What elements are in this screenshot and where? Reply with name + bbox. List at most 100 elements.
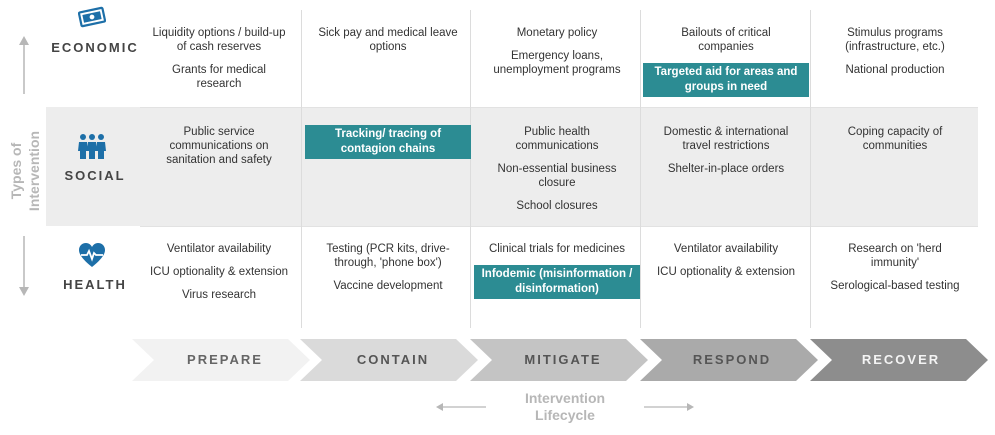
intervention-item: Ventilator availability bbox=[166, 243, 272, 255]
lifecycle-label-line-1: Intervention bbox=[524, 390, 606, 406]
column-divider bbox=[640, 10, 641, 328]
intervention-entry: ICU optionality & extension bbox=[149, 265, 289, 279]
intervention-entry: Liquidity options / build-up of cash res… bbox=[149, 26, 289, 54]
intervention-item: Grants for medical research bbox=[172, 64, 266, 90]
row-divider bbox=[140, 226, 978, 227]
intervention-entry: Research on 'herd immunity' bbox=[825, 242, 965, 270]
intervention-item: National production bbox=[845, 64, 945, 76]
left-arrow-icon bbox=[436, 403, 443, 411]
intervention-item: Sick pay and medical leave options bbox=[318, 27, 458, 53]
intervention-entry: Vaccine development bbox=[318, 279, 458, 293]
intervention-item: Serological-based testing bbox=[830, 280, 960, 292]
intervention-entry: National production bbox=[825, 63, 965, 77]
money-icon bbox=[78, 6, 106, 28]
intervention-item: Research on 'herd immunity' bbox=[848, 243, 942, 269]
intervention-entry: Clinical trials for medicines bbox=[487, 242, 627, 256]
cell-social-respond: Domestic & international travel restrict… bbox=[643, 125, 809, 185]
intervention-entry: School closures bbox=[487, 199, 627, 213]
lifecycle-arrows bbox=[436, 403, 694, 411]
intervention-item: School closures bbox=[516, 200, 598, 212]
intervention-entry: Sick pay and medical leave options bbox=[318, 26, 458, 54]
row-label-social: SOCIAL bbox=[64, 168, 126, 183]
row-label-health: HEALTH bbox=[63, 277, 127, 292]
phase-label-contain: CONTAIN bbox=[356, 352, 430, 367]
intervention-item: Stimulus programs (infrastructure, etc.) bbox=[845, 27, 945, 53]
intervention-entry: Ventilator availability bbox=[656, 242, 796, 256]
intervention-entry: Ventilator availability bbox=[149, 242, 289, 256]
row-label-economic: ECONOMIC bbox=[51, 40, 139, 55]
column-divider bbox=[301, 10, 302, 328]
right-arrow-icon bbox=[687, 403, 694, 411]
highlighted-intervention: Tracking/ tracing of contagion chains bbox=[305, 125, 471, 159]
cell-economic-recover: Stimulus programs (infrastructure, etc.)… bbox=[812, 26, 978, 86]
intervention-item: Virus research bbox=[182, 289, 256, 301]
intervention-item: ICU optionality & extension bbox=[149, 266, 289, 278]
cell-health-recover: Research on 'herd immunity' Serological-b… bbox=[812, 242, 978, 302]
intervention-item: Ventilator availability bbox=[673, 243, 779, 255]
row-divider bbox=[140, 107, 978, 108]
intervention-entry: Grants for medical research bbox=[149, 63, 289, 91]
intervention-entry: Testing (PCR kits, drive-through, 'phone… bbox=[318, 242, 458, 270]
intervention-entry: Shelter-in-place orders bbox=[656, 162, 796, 176]
phase-chevron-mitigate bbox=[470, 339, 648, 381]
cell-economic-contain: Sick pay and medical leave options bbox=[305, 26, 471, 63]
phase-label-respond: RESPOND bbox=[692, 352, 772, 367]
lifecycle-label: Intervention Lifecycle bbox=[495, 390, 635, 424]
phase-label-prepare: PREPARE bbox=[187, 352, 263, 367]
phase-chevron-prepare bbox=[132, 339, 310, 381]
cell-health-contain: Testing (PCR kits, drive-through, 'phone… bbox=[305, 242, 471, 302]
axis-arrows bbox=[19, 36, 29, 296]
phase-chevron-contain bbox=[300, 339, 478, 381]
intervention-item: Non-essential business closure bbox=[497, 163, 617, 189]
intervention-entry: Stimulus programs (infrastructure, etc.) bbox=[825, 26, 965, 54]
intervention-entry: Emergency loans, unemployment programs bbox=[487, 49, 627, 77]
intervention-item: ICU optionality & extension bbox=[656, 266, 796, 278]
intervention-item: Shelter-in-place orders bbox=[667, 163, 785, 175]
intervention-entry: ICU optionality & extension bbox=[656, 265, 796, 279]
intervention-entry: Tracking/ tracing of contagion chains bbox=[305, 125, 471, 168]
intervention-item: Public service communications on sanitat… bbox=[166, 126, 272, 166]
column-divider bbox=[810, 10, 811, 328]
intervention-entry: Public service communications on sanitat… bbox=[149, 125, 289, 167]
people-icon bbox=[78, 134, 106, 159]
intervention-entry: Non-essential business closure bbox=[487, 162, 627, 190]
intervention-item: Domestic & international travel restrict… bbox=[663, 126, 789, 152]
cell-social-prepare: Public service communications on sanitat… bbox=[136, 125, 302, 176]
lifecycle-label-line-2: Lifecycle bbox=[535, 407, 595, 423]
highlighted-intervention: Targeted aid for areas and groups in nee… bbox=[643, 63, 809, 97]
cell-economic-prepare: Liquidity options / build-up of cash res… bbox=[136, 26, 302, 100]
phase-label-recover: RECOVER bbox=[861, 352, 941, 367]
intervention-item: Bailouts of critical companies bbox=[681, 27, 771, 53]
up-arrow-icon bbox=[19, 36, 29, 45]
intervention-item: Vaccine development bbox=[333, 280, 443, 292]
down-arrow-icon bbox=[19, 287, 29, 296]
social-row-band bbox=[46, 107, 978, 226]
intervention-item: Liquidity options / build-up of cash res… bbox=[152, 27, 286, 53]
intervention-item: Coping capacity of communities bbox=[847, 126, 943, 152]
phase-chevron-recover bbox=[810, 339, 988, 381]
intervention-item: Emergency loans, unemployment programs bbox=[493, 50, 621, 76]
intervention-entry: Coping capacity of communities bbox=[825, 125, 965, 153]
intervention-item: Monetary policy bbox=[516, 27, 598, 39]
intervention-entry: Monetary policy bbox=[487, 26, 627, 40]
intervention-item: Testing (PCR kits, drive-through, 'phone… bbox=[326, 243, 450, 269]
intervention-entry: Targeted aid for areas and groups in nee… bbox=[643, 63, 809, 106]
phase-chevron-respond bbox=[640, 339, 818, 381]
cell-social-contain: Tracking/ tracing of contagion chains bbox=[305, 125, 471, 177]
intervention-entry: Public health communications bbox=[487, 125, 627, 153]
intervention-entry: Bailouts of critical companies bbox=[656, 26, 796, 54]
column-divider bbox=[470, 10, 471, 328]
heart-pulse-icon bbox=[79, 243, 105, 267]
intervention-entry: Virus research bbox=[149, 288, 289, 302]
phase-label-mitigate: MITIGATE bbox=[524, 352, 602, 367]
intervention-entry: Serological-based testing bbox=[825, 279, 965, 293]
intervention-item: Clinical trials for medicines bbox=[488, 243, 626, 255]
cell-social-recover: Coping capacity of communities bbox=[812, 125, 978, 162]
intervention-entry: Infodemic (misinformation / disinformati… bbox=[474, 265, 640, 308]
